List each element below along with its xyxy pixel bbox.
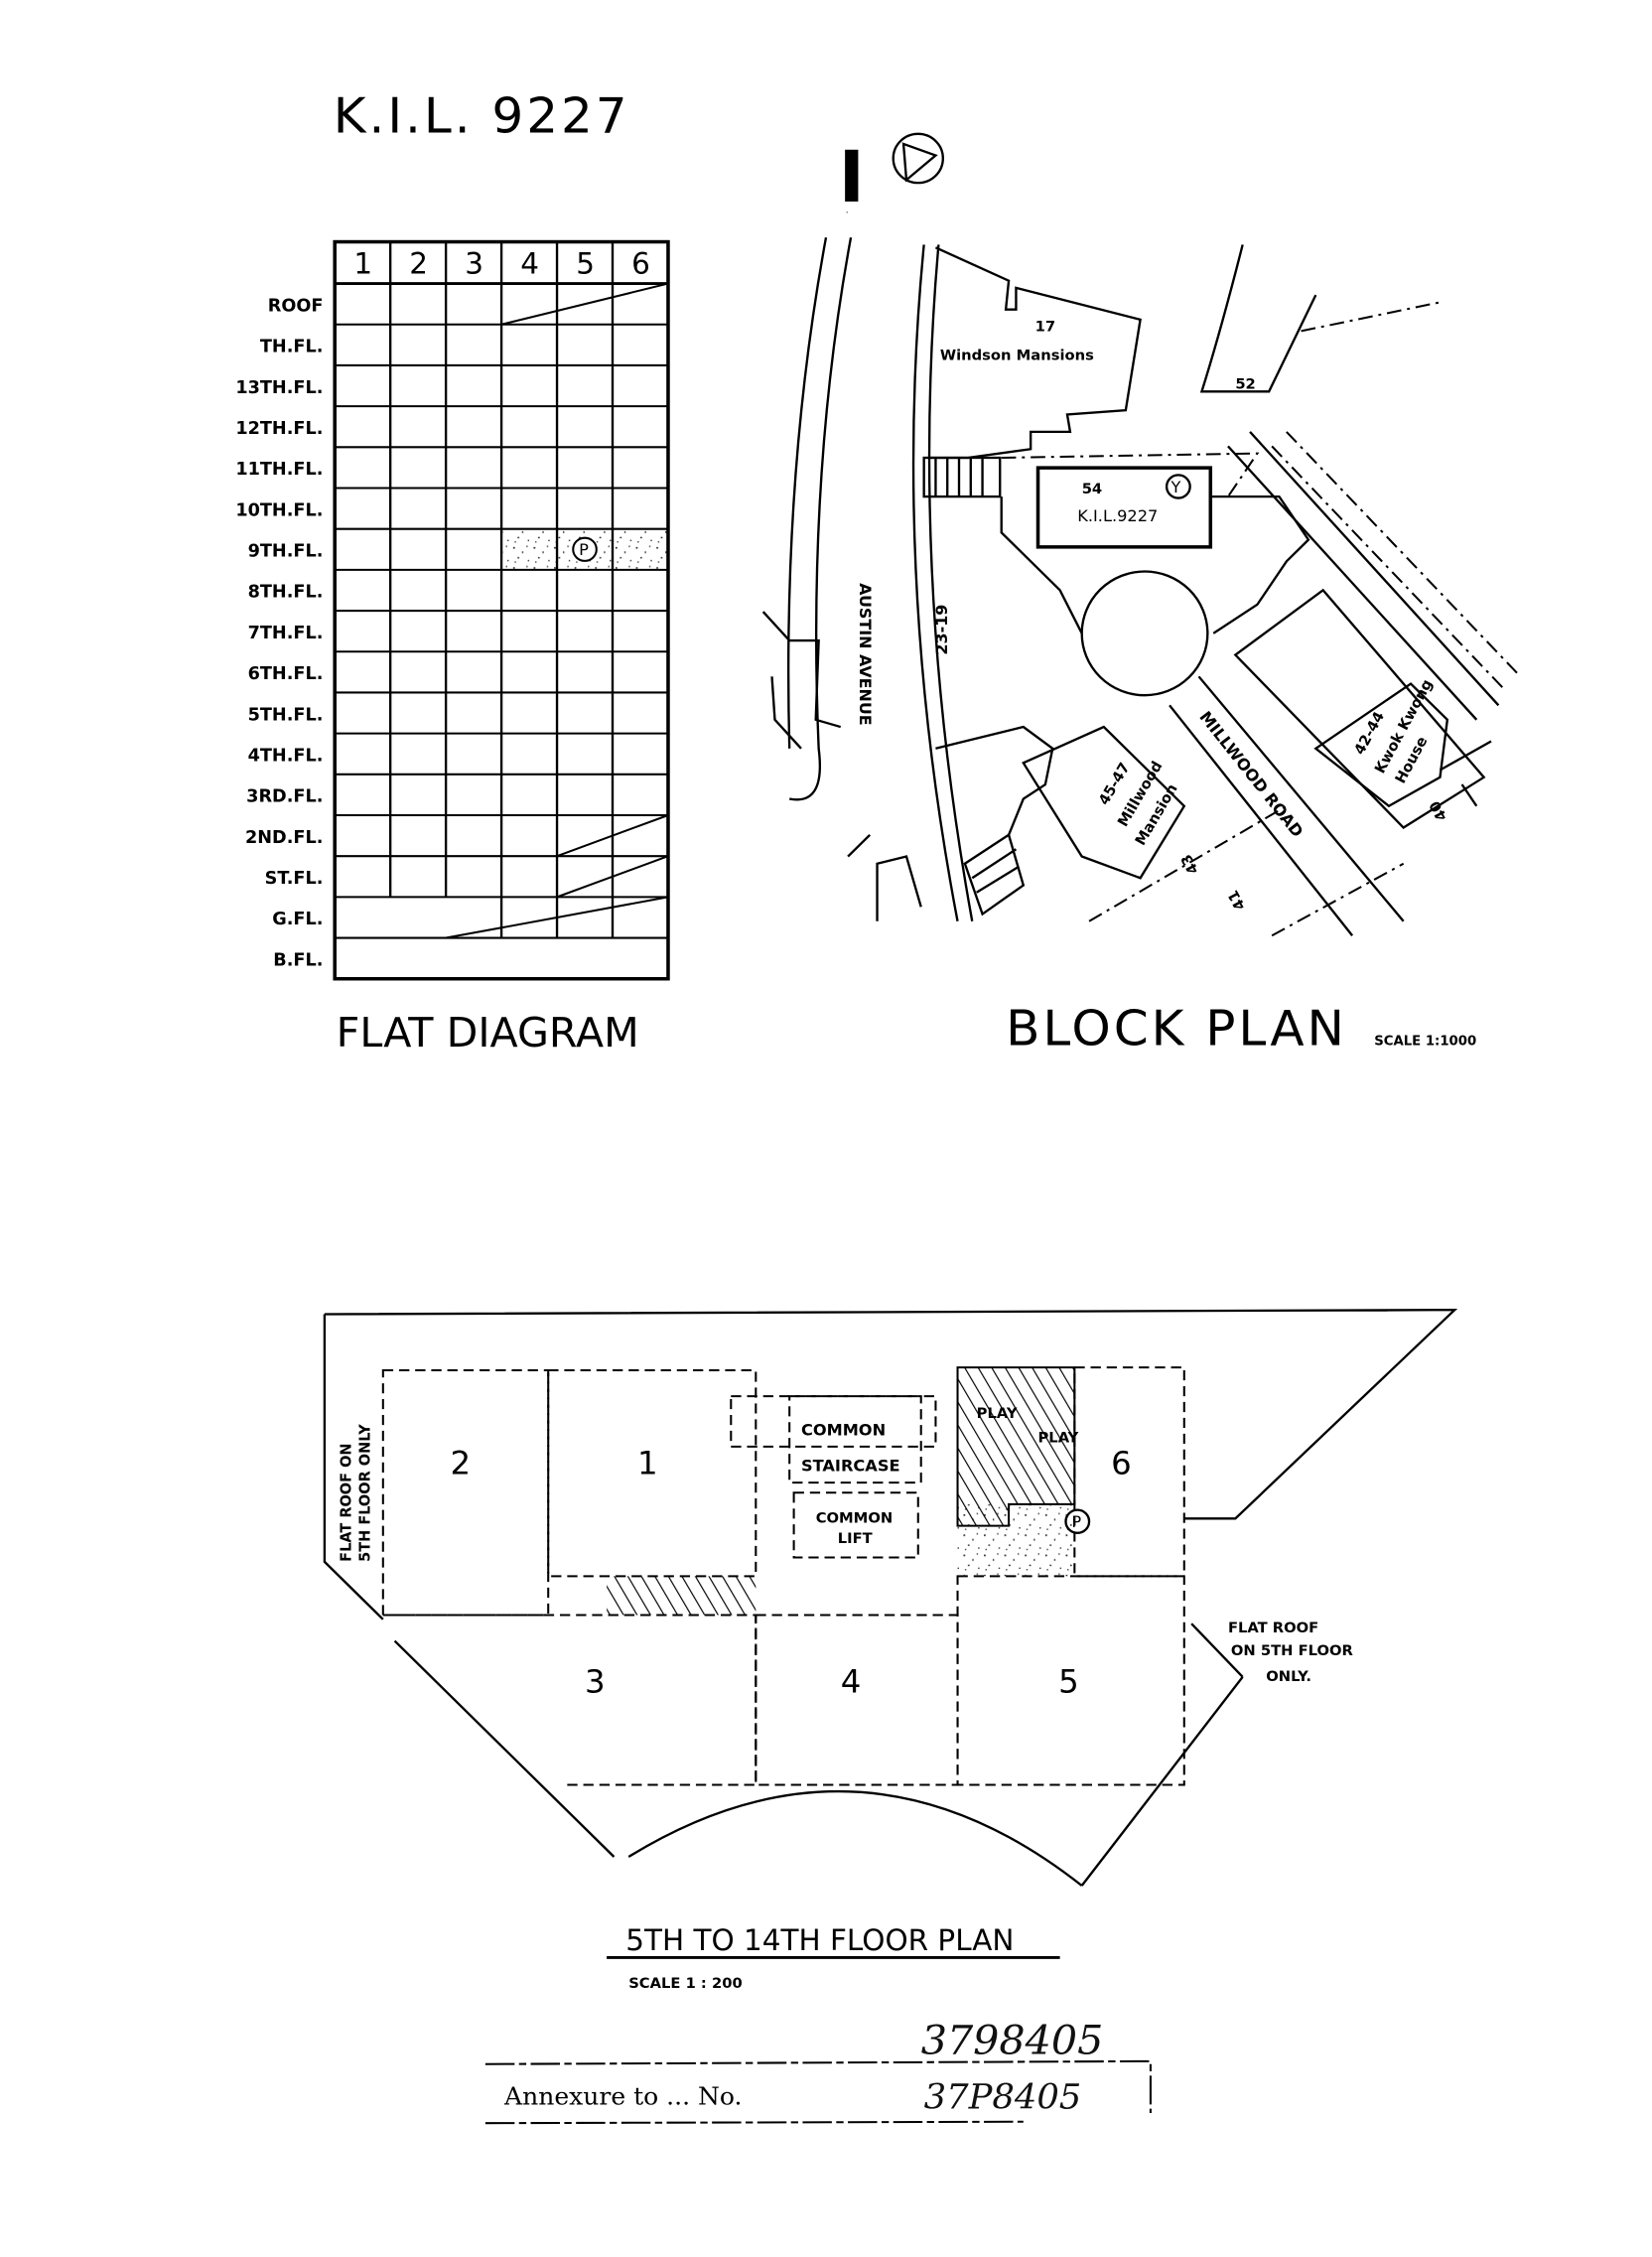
- floor-label: 4TH.FL.: [248, 747, 324, 767]
- annexure-text: Annexure to ... No.: [503, 2082, 742, 2111]
- steps: [963, 832, 1026, 917]
- no-17-label: 17: [1035, 319, 1056, 336]
- north-arrow-icon: N: [845, 132, 944, 214]
- column-header: 6: [631, 247, 650, 281]
- block-plan-scale: SCALE 1:1000: [1374, 1035, 1476, 1050]
- column-header: 2: [409, 247, 428, 281]
- no-40-label: 40: [1427, 798, 1451, 824]
- lift-label-2: LIFT: [838, 1530, 873, 1547]
- no-23-19-label: 23-19: [932, 605, 951, 655]
- floor-label: 6TH.FL.: [248, 664, 324, 684]
- floor-label: 8TH.FL.: [248, 583, 324, 603]
- play-label-2: PLAY: [1038, 1430, 1079, 1447]
- lot-building: [1035, 466, 1213, 549]
- floor-label: 12TH.FL.: [235, 419, 323, 439]
- unit-2: [381, 1369, 550, 1617]
- play-label-1: PLAY: [977, 1405, 1018, 1422]
- lift-label-1: COMMON: [816, 1510, 893, 1527]
- floor-label: 3RD.FL.: [246, 787, 323, 807]
- marked-unit-icon: [572, 536, 598, 562]
- split-line: [445, 896, 669, 939]
- turning-circle: [1080, 570, 1209, 697]
- marked-unit-symbol: P: [579, 540, 589, 559]
- marked-unit-icon: [1064, 1508, 1091, 1535]
- split-line: [556, 855, 669, 899]
- floor-label: 2ND.FL.: [245, 828, 323, 848]
- block-plan-title: BLOCK PLAN: [1006, 1000, 1347, 1058]
- floor-label: 5TH.FL.: [248, 705, 324, 725]
- marked-unit-symbol: P: [1071, 1512, 1081, 1531]
- flat-roof-left-label-2: 5TH FLOOR ONLY: [356, 1424, 373, 1562]
- handwritten-number: 3798405: [921, 2017, 1104, 2064]
- north-label: N: [847, 212, 849, 214]
- annexure-stamp: Annexure to ... No. 37P8405: [484, 2059, 1152, 2125]
- unit-3-label: 3: [585, 1663, 606, 1701]
- lot-label: K.I.L.9227: [1077, 506, 1158, 525]
- common-staircase: [788, 1395, 922, 1484]
- column-header: 3: [465, 247, 483, 281]
- column-header: 1: [353, 247, 372, 281]
- annexure-handwritten-number: 37P8405: [924, 2077, 1082, 2118]
- unit-5-label: 5: [1058, 1663, 1079, 1701]
- flat-roof-right-label-2: ON 5TH FLOOR: [1231, 1642, 1353, 1659]
- unit-6-label: 6: [1111, 1445, 1132, 1482]
- flat-roof-left-label-1: FLAT ROOF ON: [338, 1443, 354, 1561]
- unit-1: [547, 1369, 757, 1578]
- lot-marker-label: Y: [1170, 478, 1181, 496]
- split-line: [556, 814, 669, 858]
- staircase-label-2: STAIRCASE: [801, 1457, 900, 1476]
- no-41-label: 41: [1224, 888, 1249, 914]
- floor-label: 9TH.FL.: [248, 542, 324, 562]
- floor-label: TH.FL.: [260, 338, 324, 357]
- floor-label: ST.FL.: [265, 869, 324, 889]
- column-header: 4: [520, 247, 539, 281]
- column-header: 5: [576, 247, 595, 281]
- flat-diagram-title: FLAT DIAGRAM: [337, 1009, 639, 1057]
- split-line: [500, 282, 669, 326]
- floor-label: ROOF: [268, 297, 324, 317]
- no-43-label: 43: [1177, 851, 1202, 877]
- unit-4-label: 4: [841, 1663, 862, 1701]
- no-52-label: 52: [1235, 375, 1256, 392]
- unit-2-label: 2: [451, 1445, 472, 1482]
- floor-label: 13TH.FL.: [235, 378, 323, 398]
- lot-marker-icon: [1165, 474, 1191, 499]
- steps: [922, 456, 1002, 498]
- flat-roof-right-label-1: FLAT ROOF: [1228, 1620, 1318, 1636]
- floor-label: 11TH.FL.: [235, 460, 323, 480]
- floor-label: G.FL.: [272, 910, 323, 929]
- windson-mansions-label: Windson Mansions: [940, 348, 1094, 364]
- staircase-label-1: COMMON: [801, 1420, 886, 1439]
- austin-avenue-label: AUSTIN AVENUE: [856, 583, 875, 726]
- floor-plan-scale: SCALE 1 : 200: [628, 1975, 742, 1992]
- common-lift: [792, 1491, 919, 1559]
- no-54-label: 54: [1082, 481, 1103, 497]
- floor-label: B.FL.: [273, 951, 323, 971]
- floor-plan: COMMON STAIRCASE COMMON LIFT PLAY PLAY 2…: [323, 1308, 1458, 1887]
- floor-plan-title: 5TH TO 14TH FLOOR PLAN: [625, 1923, 1014, 1957]
- floor-label: 10TH.FL.: [235, 500, 323, 520]
- document-title: K.I.L. 9227: [334, 87, 630, 145]
- flat-roof-right-label-3: ONLY.: [1266, 1668, 1311, 1685]
- millwood-road-label: MILLWOOD ROAD: [1195, 708, 1307, 841]
- unit-1-label: 1: [637, 1445, 658, 1482]
- block-plan: N AUSTIN AVENUE 23-19 17 Windson Mansion…: [761, 132, 1522, 937]
- floor-label: 7TH.FL.: [248, 624, 324, 643]
